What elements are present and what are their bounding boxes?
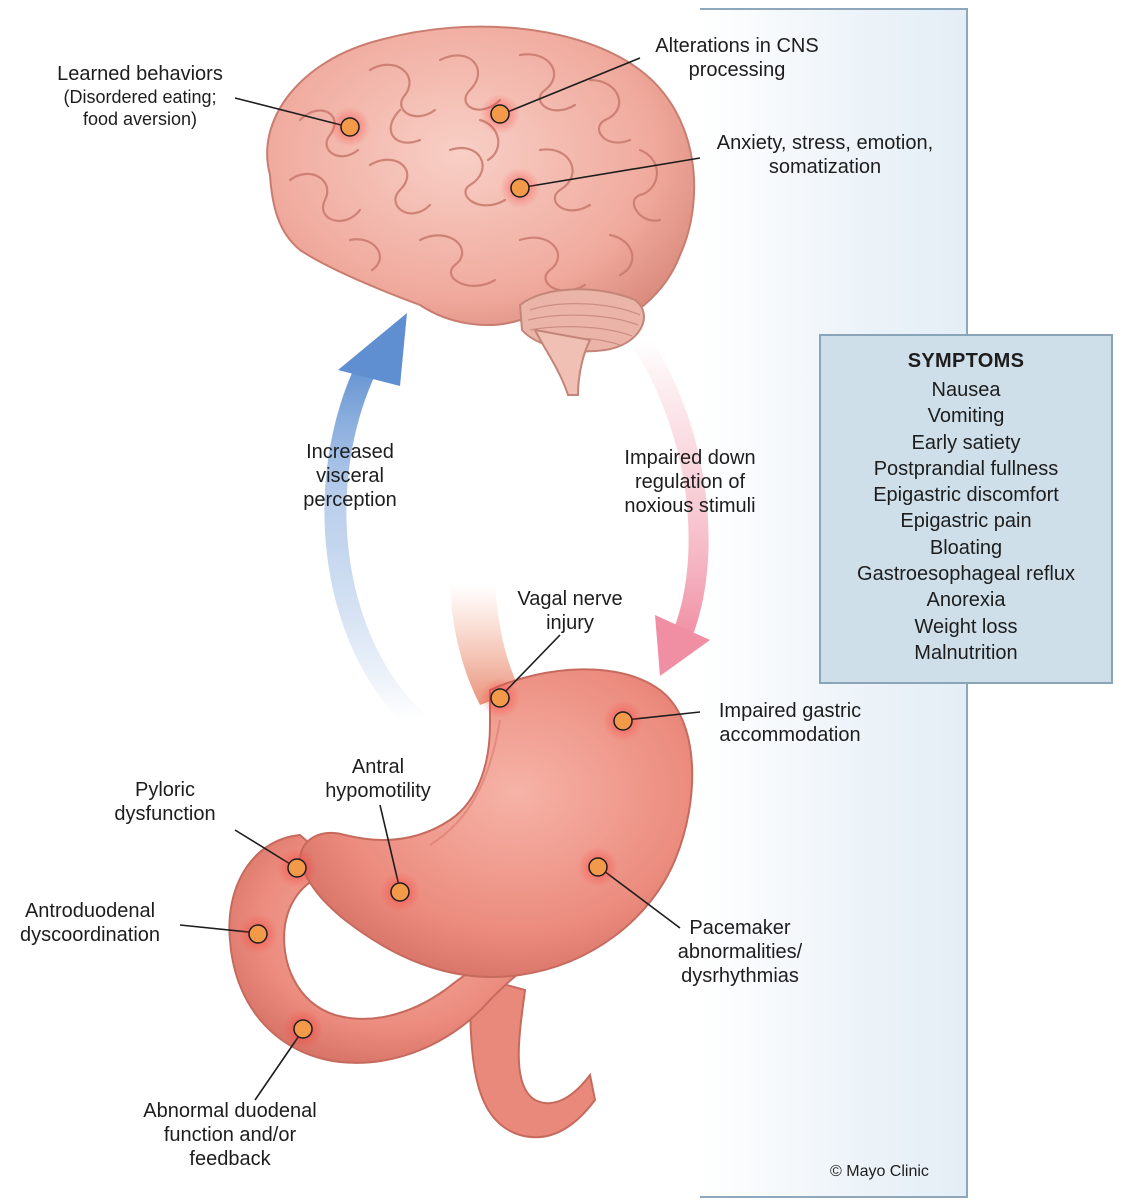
copyright-notice: © Mayo Clinic	[830, 1163, 929, 1180]
label-duodenal-line-2: function and/or	[163, 1124, 297, 1146]
symptom-item: Early satiety	[911, 431, 1021, 454]
label-vagal-line-1: Vagal nerve	[517, 588, 623, 610]
label-duodenal-line-1: Abnormal duodenal	[143, 1100, 317, 1122]
marker-duodenal-function	[283, 1009, 323, 1049]
label-learned-title: Learned behaviors	[57, 63, 223, 85]
symptom-item: Nausea	[931, 379, 1001, 401]
marker-pyloric-dysfunction	[277, 848, 317, 888]
label-down-line-2: regulation of	[634, 471, 746, 493]
increased-perception-arrow	[324, 313, 426, 731]
label-learned-behaviors: Learned behaviors (Disordered eating; fo…	[40, 62, 240, 130]
label-cns-line-2: processing	[688, 59, 786, 81]
label-accommodation-line-1: Impaired gastric	[718, 700, 862, 722]
label-vagal-line-2: injury	[546, 612, 594, 634]
label-antroduodenal-line-2: dyscoordination	[19, 924, 161, 946]
marker-anxiety-stress	[500, 168, 540, 208]
label-impaired-regulation: Impaired down regulation of noxious stim…	[600, 446, 780, 518]
leader-lines	[179, 57, 701, 1101]
label-up-line-3: perception	[303, 489, 397, 511]
label-vagal-nerve: Vagal nerve injury	[510, 587, 630, 635]
label-antroduodenal: Antroduodenal dyscoordination	[0, 899, 180, 947]
label-learned-sub-2: food aversion)	[82, 109, 198, 129]
label-pyloric-dysfunction: Pyloric dysfunction	[100, 778, 230, 826]
label-up-line-1: Increased	[306, 441, 394, 463]
label-anxiety-stress: Anxiety, stress, emotion, somatization	[695, 131, 955, 179]
marker-learned-behaviors	[330, 107, 370, 147]
impaired-regulation-arrow	[630, 330, 710, 676]
marker-vagal-nerve	[480, 678, 520, 718]
marker-antroduodenal	[238, 914, 278, 954]
label-cns-line-1: Alterations in CNS	[655, 35, 819, 57]
symptom-item: Weight loss	[914, 615, 1018, 638]
marker-antral-hypomotility	[380, 872, 420, 912]
label-pacemaker-line-1: Pacemaker	[689, 917, 791, 939]
symptoms-box: SYMPTOMS Nausea Vomiting Early satiety P…	[819, 334, 1113, 684]
label-learned-sub-1: (Disordered eating;	[63, 87, 217, 107]
symptom-item: Anorexia	[926, 589, 1006, 612]
symptom-item: Malnutrition	[914, 641, 1018, 664]
label-increased-perception: Increased visceral perception	[280, 440, 420, 512]
label-down-line-3: noxious stimuli	[624, 495, 756, 517]
symptom-item: Epigastric discomfort	[873, 484, 1059, 507]
symptoms-list: Nausea Vomiting Early satiety Postprandi…	[821, 377, 1111, 666]
label-duodenal-line-3: feedback	[189, 1148, 271, 1170]
symptom-item: Vomiting	[927, 405, 1005, 428]
label-anxiety-line-2: somatization	[768, 156, 882, 178]
symptom-item: Gastroesophageal reflux	[857, 563, 1075, 586]
symptom-item: Postprandial fullness	[873, 457, 1059, 480]
label-pyloric-line-1: Pyloric	[134, 779, 195, 801]
label-antral-line-1: Antral	[351, 756, 405, 778]
label-antral-line-2: hypomotility	[325, 780, 431, 802]
symptom-item: Epigastric pain	[900, 510, 1032, 533]
label-duodenal-function: Abnormal duodenal function and/or feedba…	[115, 1099, 345, 1171]
brain-illustration	[266, 25, 696, 396]
label-down-line-1: Impaired down	[624, 447, 756, 469]
label-accommodation-line-2: accommodation	[719, 724, 861, 746]
symptom-item: Bloating	[929, 536, 1003, 559]
esophagus	[450, 585, 520, 705]
label-up-line-2: visceral	[316, 465, 384, 487]
symptoms-title: SYMPTOMS	[907, 350, 1025, 372]
marker-cns-processing	[480, 94, 520, 134]
label-pyloric-line-2: dysfunction	[114, 803, 216, 825]
label-gastric-accommodation: Impaired gastric accommodation	[700, 699, 880, 747]
label-pacemaker-line-3: dysrhythmias	[681, 965, 799, 987]
label-anxiety-line-1: Anxiety, stress, emotion,	[716, 132, 934, 154]
label-pacemaker: Pacemaker abnormalities/ dysrhythmias	[660, 916, 820, 988]
label-cns-processing: Alterations in CNS processing	[632, 34, 842, 82]
marker-gastric-accommodation	[603, 701, 643, 741]
label-antral-hypomotility: Antral hypomotility	[308, 755, 448, 803]
label-antroduodenal-line-1: Antroduodenal	[24, 900, 156, 922]
label-pacemaker-line-2: abnormalities/	[677, 941, 803, 963]
marker-pacemaker	[578, 847, 618, 887]
